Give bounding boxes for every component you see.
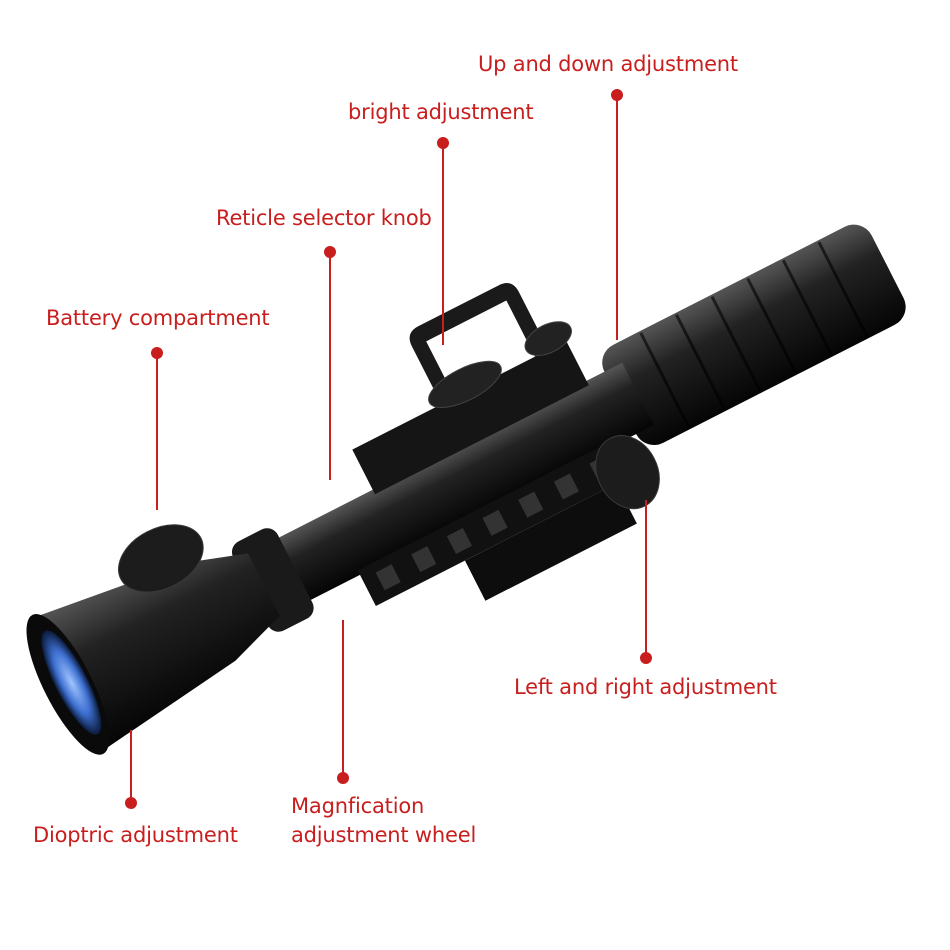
- label-reticle-selector-knob: Reticle selector knob: [216, 206, 432, 230]
- label-up-down-adjustment: Up and down adjustment: [478, 52, 738, 76]
- callout-up-down: [611, 89, 623, 340]
- label-bright-adjustment: bright adjustment: [348, 100, 534, 124]
- callout-magnification: [337, 620, 349, 784]
- callout-bright: [437, 137, 449, 345]
- callout-reticle: [324, 246, 336, 480]
- callout-left-right: [640, 500, 652, 664]
- label-left-right-adjustment: Left and right adjustment: [514, 675, 777, 699]
- label-magnification-line2: adjustment wheel: [291, 823, 477, 847]
- label-dioptric-adjustment: Dioptric adjustment: [33, 823, 238, 847]
- label-magnification-line1: Magnfication: [291, 794, 425, 818]
- callout-dioptric: [125, 730, 137, 809]
- label-battery-compartment: Battery compartment: [46, 306, 270, 330]
- callout-battery: [151, 347, 163, 510]
- scope-body: [26, 224, 906, 755]
